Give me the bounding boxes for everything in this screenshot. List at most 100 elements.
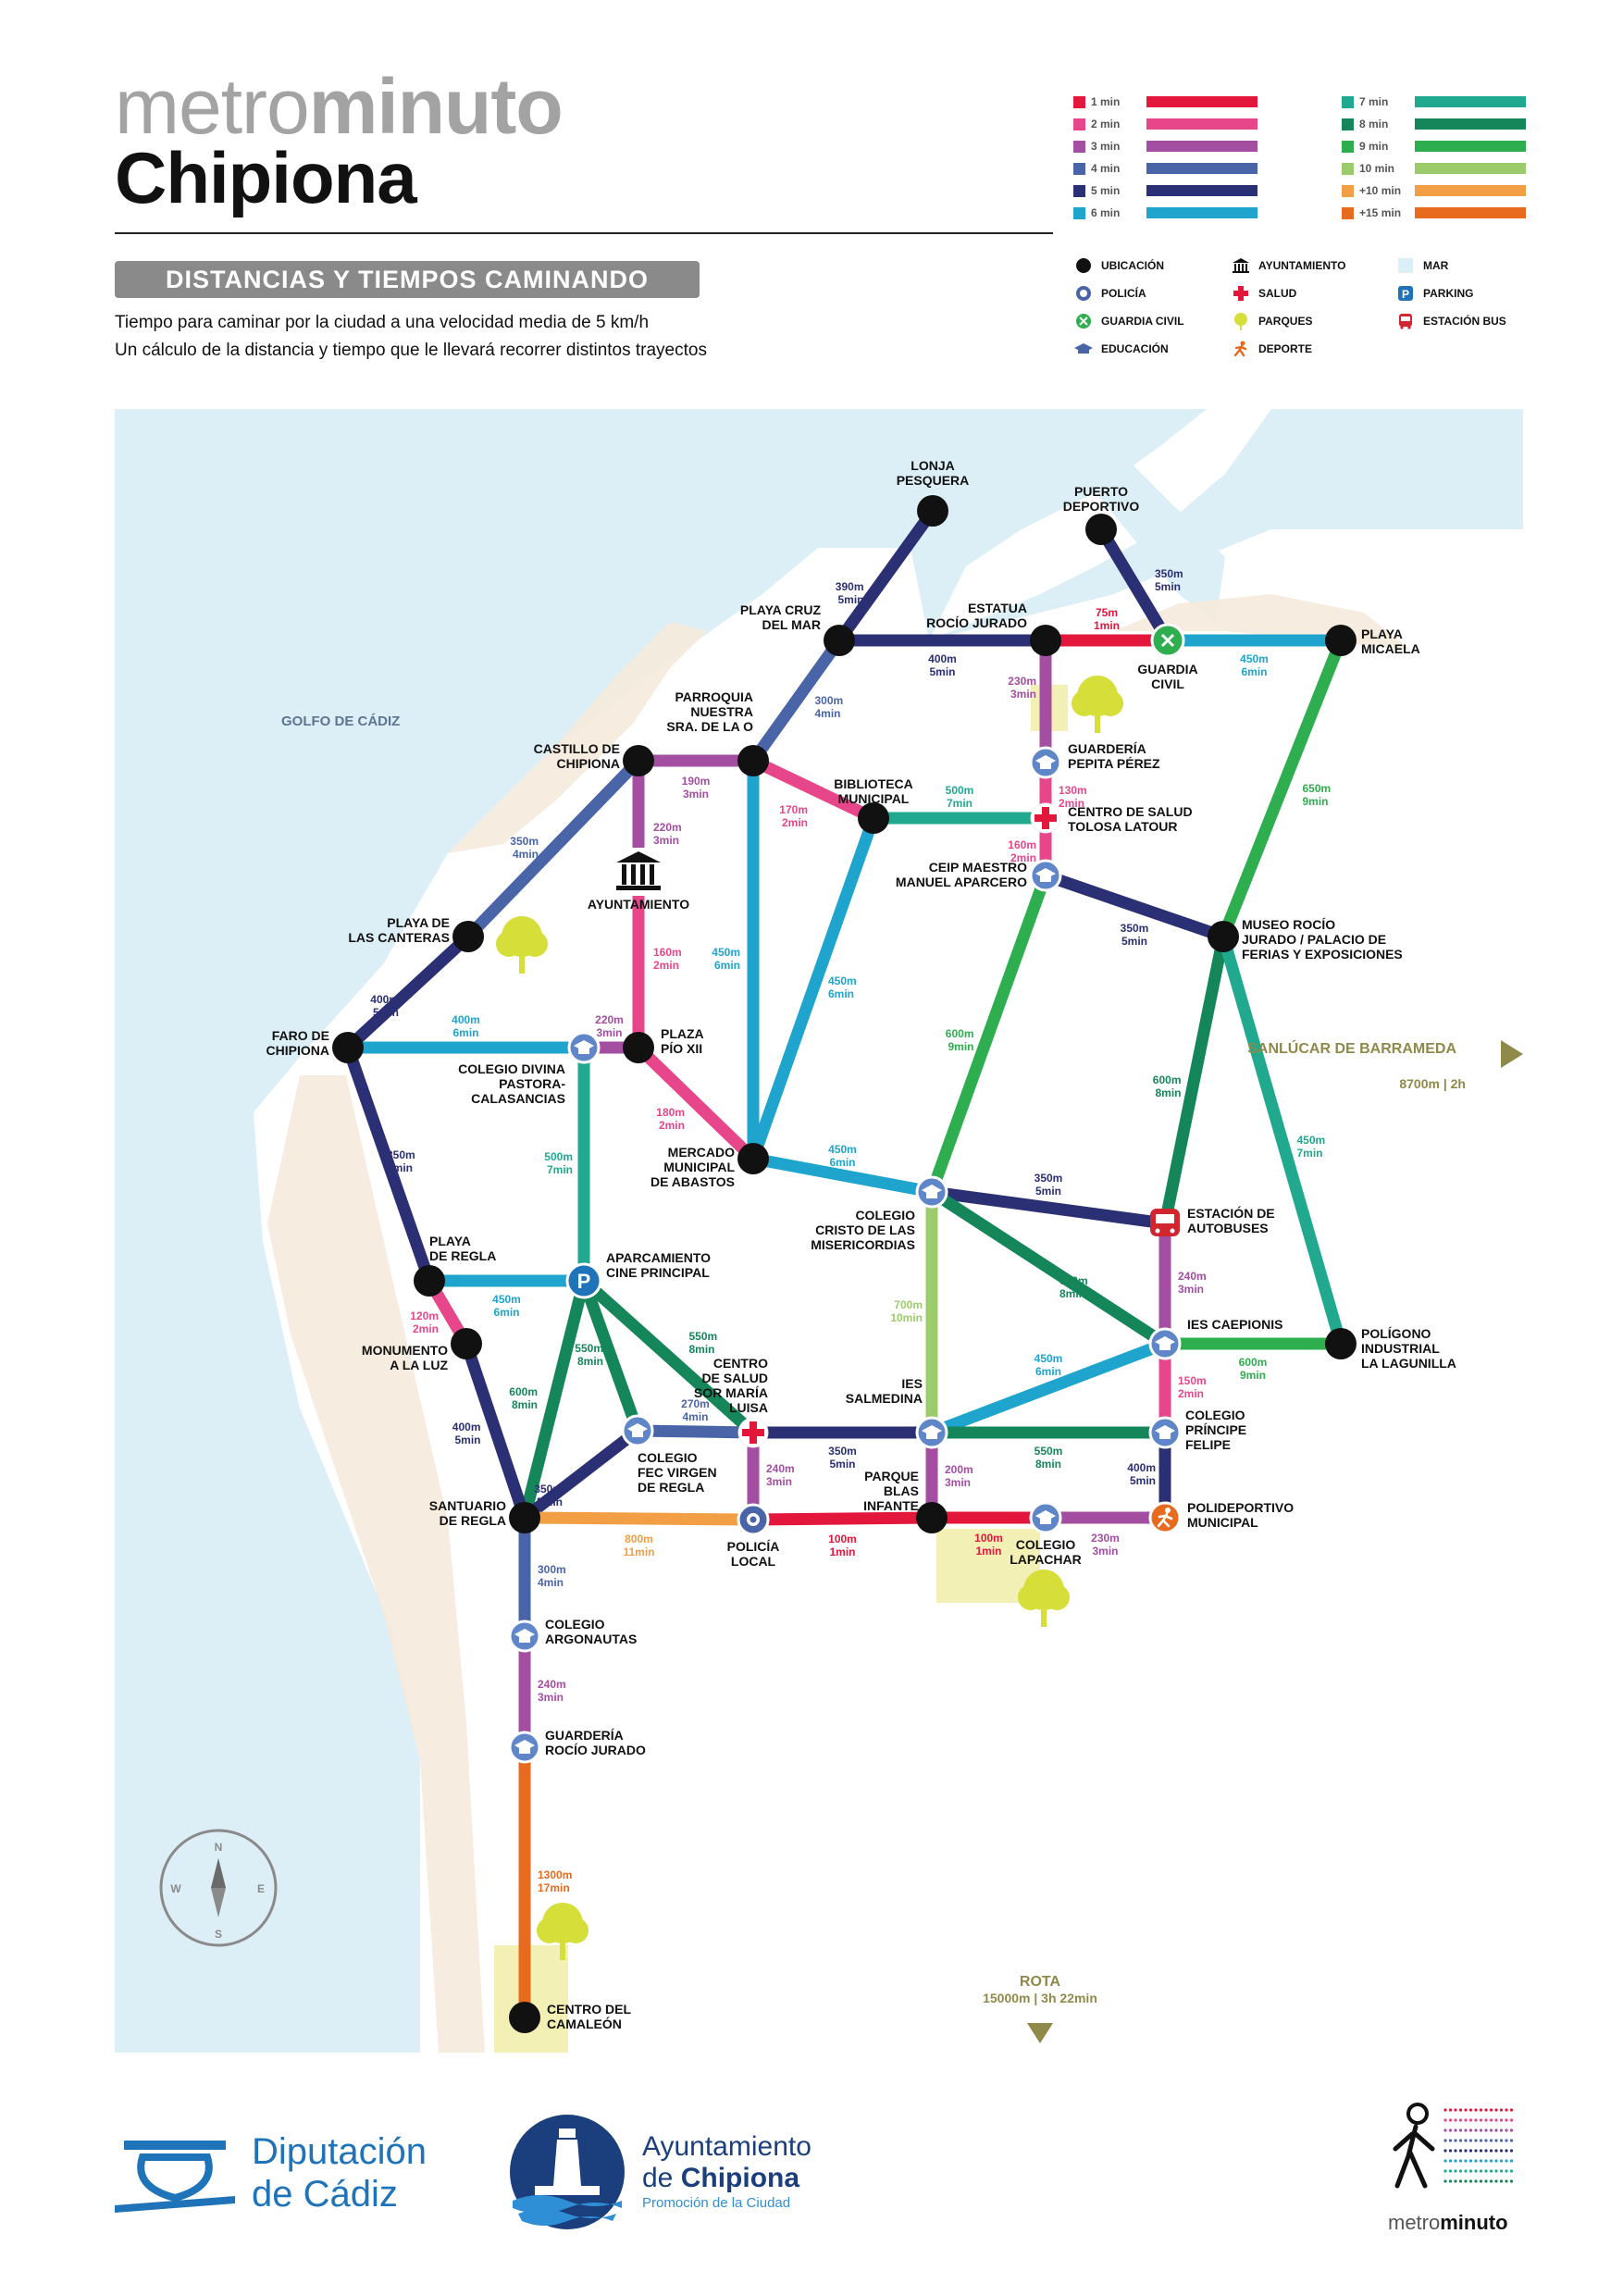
station-label-line: CEIP MAESTRO — [929, 860, 1027, 875]
time-bar — [1415, 141, 1526, 152]
station-caepionis[interactable] — [1148, 1327, 1182, 1360]
svg-text:P: P — [577, 1270, 591, 1293]
station-santuario[interactable] — [509, 1502, 540, 1533]
station-label-line: MERCADO — [668, 1145, 735, 1160]
station-label-line: SRA. DE LA O — [666, 719, 753, 734]
station-label-line: ROCÍO JURADO — [926, 615, 1027, 630]
station-label-line: GUARDERÍA — [545, 1728, 624, 1743]
station-policia[interactable] — [737, 1503, 770, 1536]
station-pepita[interactable] — [1029, 746, 1062, 779]
location-dot-icon — [623, 1032, 654, 1063]
station-puerto[interactable] — [1085, 514, 1117, 545]
destination-sanlucar[interactable]: SANLÚCAR DE BARRAMEDA 8700m | 2h — [1247, 1039, 1523, 1091]
time-bar — [1415, 185, 1526, 196]
station-label-line: DE REGLA — [440, 1513, 506, 1528]
symbol-label: GUARDIA CIVIL — [1101, 315, 1184, 328]
station-label-line: MUNICIPAL — [838, 791, 910, 806]
segment-time: 17min — [538, 1881, 570, 1894]
destination-rota[interactable]: ROTA 15000m | 3h 22min — [983, 1974, 1097, 2043]
station-guarderiarocio[interactable] — [508, 1731, 541, 1764]
segment-distance: 240m — [1178, 1270, 1207, 1283]
segment-cristo-caepionis — [928, 1186, 1169, 1349]
station-canteras[interactable] — [452, 921, 484, 952]
station-label-line: COLEGIO — [1016, 1537, 1076, 1552]
station-museo[interactable] — [1208, 921, 1239, 952]
station-monumento[interactable] — [451, 1328, 482, 1359]
station-piox[interactable] — [623, 1032, 654, 1063]
station-blasinfante[interactable] — [916, 1502, 948, 1533]
station-faro[interactable] — [332, 1032, 364, 1063]
station-label-line: ROCÍO JURADO — [545, 1743, 646, 1757]
symbol-legend-row: DEPORTE — [1231, 341, 1312, 357]
station-principe[interactable] — [1148, 1416, 1182, 1449]
station-lonja[interactable] — [917, 495, 948, 527]
station-fecvirgen[interactable] — [621, 1414, 654, 1447]
station-micaela[interactable] — [1325, 625, 1357, 656]
symbol-label: DEPORTE — [1258, 342, 1313, 355]
station-aparcamiento[interactable]: P — [565, 1262, 602, 1299]
diputacion-logo[interactable]: Diputación de Cádiz — [115, 2130, 427, 2215]
time-bar — [1146, 163, 1258, 174]
station-camaleon[interactable] — [509, 2002, 540, 2033]
station-lagunilla[interactable] — [1325, 1328, 1357, 1359]
segment-distance: 450m — [1240, 652, 1269, 665]
station-parroquia[interactable] — [737, 745, 769, 776]
station-playaregla[interactable] — [414, 1265, 445, 1297]
time-label: 1 min — [1091, 95, 1121, 108]
segment-distance: 390m — [836, 580, 864, 593]
arrow-down-icon — [1027, 2023, 1053, 2043]
station-estatua[interactable] — [1030, 625, 1061, 656]
station-ceip[interactable] — [1029, 859, 1062, 892]
station-castillo[interactable] — [623, 745, 654, 776]
station-argonautas[interactable] — [508, 1620, 541, 1653]
mm-dotted-lines — [1443, 2108, 1514, 2183]
segment-distance: 100m — [828, 1533, 857, 1545]
time-bar — [1415, 96, 1526, 107]
station-lapachar[interactable] — [1029, 1501, 1062, 1534]
station-label-line: PLAZA — [661, 1026, 704, 1041]
segment-piox-mercado — [634, 1043, 758, 1163]
station-cristo[interactable] — [915, 1175, 948, 1209]
station-guardia[interactable] — [1150, 623, 1185, 658]
segment-distance: 100m — [974, 1532, 1003, 1545]
station-label-line: POLICÍA — [727, 1539, 780, 1554]
segment-distance: 550m — [575, 1342, 603, 1355]
station-divina[interactable] — [567, 1031, 601, 1064]
symbol-legend-row: UBICACIÓN — [1073, 257, 1164, 274]
station-playacruz[interactable] — [824, 625, 855, 656]
segment-time: 5min — [1035, 1185, 1061, 1198]
ayuntamiento-logo[interactable]: Ayuntamiento de Chipiona Promoción de la… — [507, 2112, 812, 2232]
time-legend-row: 4 min — [1073, 162, 1258, 175]
symbol-legend-row: GUARDIA CIVIL — [1073, 313, 1184, 329]
time-swatch — [1342, 95, 1354, 108]
station-polideportivo[interactable] — [1148, 1501, 1182, 1534]
station-mercado[interactable] — [737, 1143, 769, 1174]
station-biblioteca[interactable] — [858, 802, 889, 834]
station-label-line: PEPITA PÉREZ — [1068, 756, 1160, 771]
diputacion-emblem-icon — [115, 2141, 235, 2213]
station-estbus[interactable] — [1150, 1209, 1180, 1236]
time-label: +10 min — [1359, 184, 1402, 197]
station-ayuntamiento[interactable] — [614, 848, 663, 896]
station-sormaria[interactable] — [737, 1417, 769, 1448]
segment-distance: 450m — [828, 974, 857, 987]
metrominuto-logo[interactable]: metrominuto — [1388, 2101, 1518, 2235]
station-centrosalud[interactable] — [1030, 802, 1061, 834]
segment-time: 8min — [1059, 1287, 1085, 1300]
mm-bold: minuto — [1440, 2211, 1508, 2234]
segment-distance: 350m — [1121, 922, 1149, 935]
segment-distance: 500m — [946, 784, 974, 797]
station-salmedina[interactable] — [915, 1416, 948, 1449]
station-label-line: APARCAMIENTO — [606, 1250, 711, 1265]
